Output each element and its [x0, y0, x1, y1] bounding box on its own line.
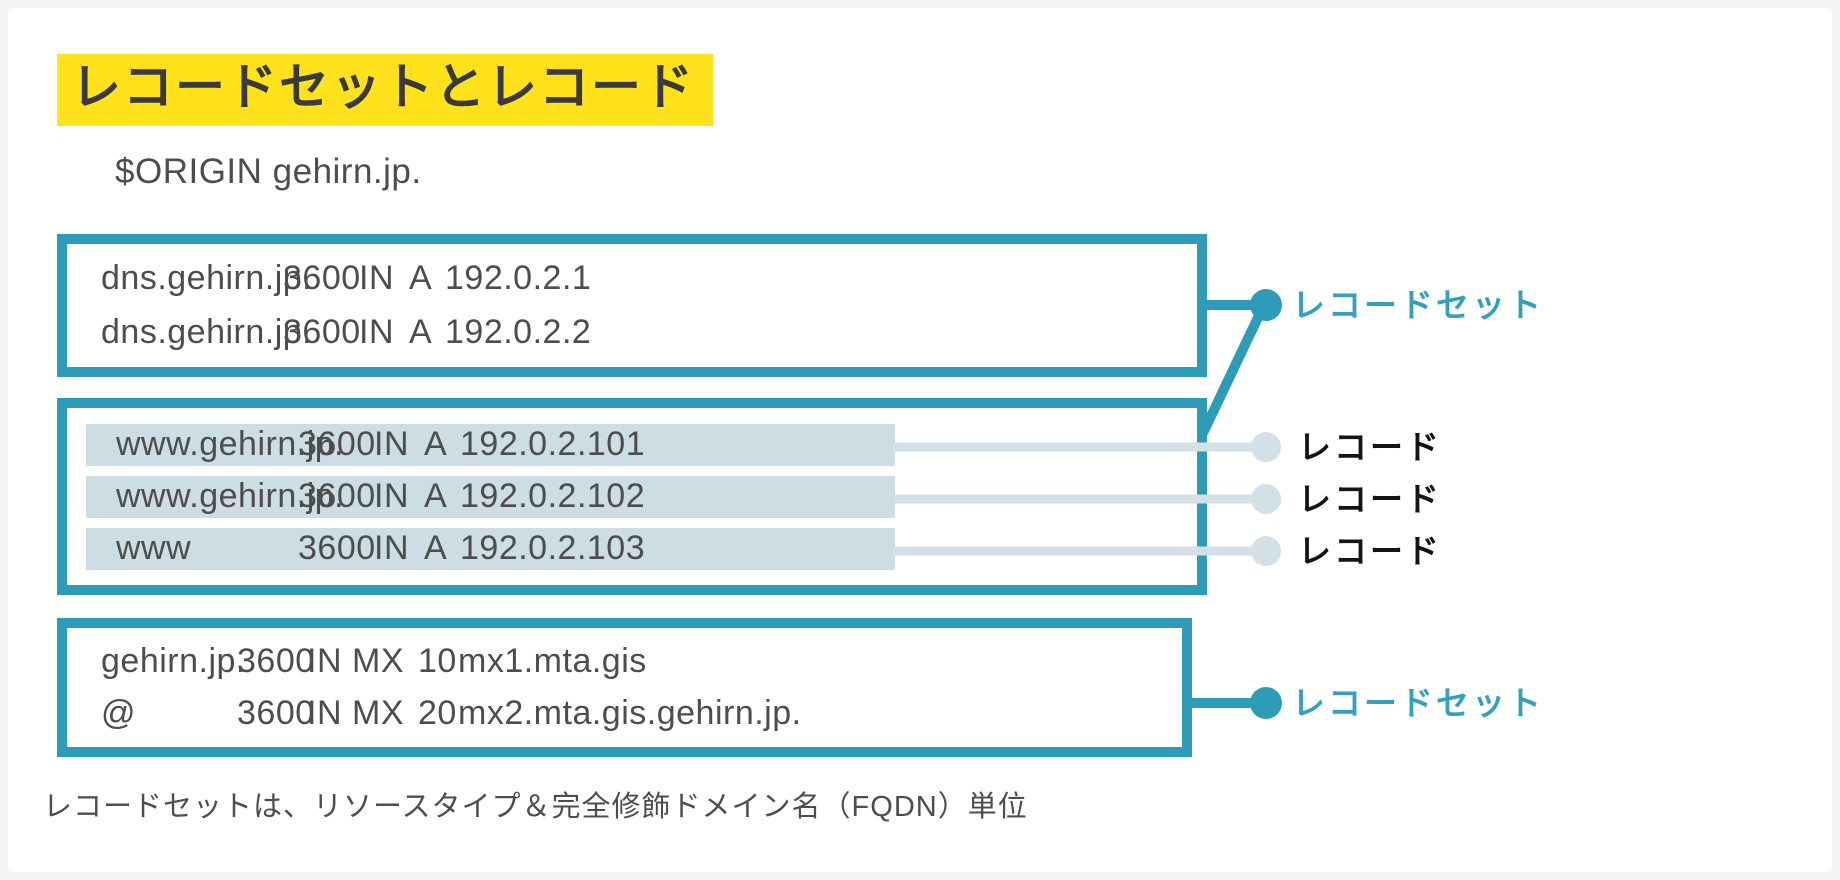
record-class: IN — [374, 529, 409, 567]
record-type: MX — [352, 694, 404, 732]
record-label: レコード — [1298, 532, 1442, 570]
record-name: dns.gehirn.jp. — [101, 313, 313, 351]
dns-record-row: dns.gehirn.jp. 3600 IN A 192.0.2.1 — [67, 257, 1197, 301]
highlighted-record-row: www.gehirn.jp. 3600 IN A 192.0.2.101 — [86, 423, 895, 466]
record-class: IN — [359, 313, 394, 351]
record-type: A — [424, 477, 448, 515]
record-set-box-mx: gehirn.jp. 3600 IN MX 10 mx1.mta.gis @ 3… — [57, 618, 1192, 757]
record-set-box-www: www.gehirn.jp. 3600 IN A 192.0.2.101 www… — [57, 398, 1207, 595]
record-class: IN — [374, 425, 409, 463]
record-class: IN — [374, 477, 409, 515]
record-class: IN — [359, 259, 394, 297]
record-value: 192.0.2.2 — [445, 313, 592, 351]
record-name: gehirn.jp. — [101, 642, 246, 680]
record-value: mx2.mta.gis.gehirn.jp. — [458, 694, 802, 732]
record-class: IN — [307, 642, 342, 680]
record-value: mx1.mta.gis — [458, 642, 647, 680]
highlighted-record-row: www 3600 IN A 192.0.2.103 — [86, 527, 895, 570]
record-ttl: 3600 — [237, 694, 315, 732]
record-ttl: 3600 — [298, 477, 376, 515]
mx-record-row: gehirn.jp. 3600 IN MX 10 mx1.mta.gis — [67, 640, 1182, 684]
highlighted-record-row: www.gehirn.jp. 3600 IN A 192.0.2.102 — [86, 475, 895, 518]
record-name: www.gehirn.jp. — [116, 425, 345, 463]
record-ttl: 3600 — [237, 642, 315, 680]
zone-origin-line: $ORIGIN gehirn.jp. — [115, 152, 422, 191]
record-set-label-top: レコードセット — [1292, 286, 1544, 324]
footnote-caption: レコードセットは、リソースタイプ＆完全修飾ドメイン名（FQDN）単位 — [43, 791, 1028, 823]
mx-record-row: @ 3600 IN MX 20 mx2.mta.gis.gehirn.jp. — [67, 692, 1182, 736]
record-ttl: 3600 — [298, 529, 376, 567]
record-type: A — [424, 529, 448, 567]
record-type: A — [409, 259, 433, 297]
record-name: dns.gehirn.jp. — [101, 259, 313, 297]
dns-record-row: dns.gehirn.jp. 3600 IN A 192.0.2.2 — [67, 311, 1197, 355]
page-title: レコードセットとレコード — [57, 54, 713, 126]
record-set-label-bottom: レコードセット — [1292, 684, 1544, 722]
record-name: @ — [101, 694, 137, 732]
record-set-box-dns: dns.gehirn.jp. 3600 IN A 192.0.2.1 dns.g… — [57, 234, 1207, 377]
record-label: レコード — [1298, 428, 1442, 466]
record-preference: 10 — [418, 642, 457, 680]
record-type: A — [424, 425, 448, 463]
record-ttl: 3600 — [283, 259, 361, 297]
record-ttl: 3600 — [298, 425, 376, 463]
record-class: IN — [307, 694, 342, 732]
record-value: 192.0.2.101 — [460, 425, 646, 463]
record-type: MX — [352, 642, 404, 680]
record-name: www — [116, 529, 192, 567]
record-value: 192.0.2.102 — [460, 477, 646, 515]
record-value: 192.0.2.1 — [445, 259, 592, 297]
record-type: A — [409, 313, 433, 351]
record-name: www.gehirn.jp. — [116, 477, 345, 515]
record-value: 192.0.2.103 — [460, 529, 646, 567]
record-ttl: 3600 — [283, 313, 361, 351]
record-label: レコード — [1298, 480, 1442, 518]
record-preference: 20 — [418, 694, 457, 732]
